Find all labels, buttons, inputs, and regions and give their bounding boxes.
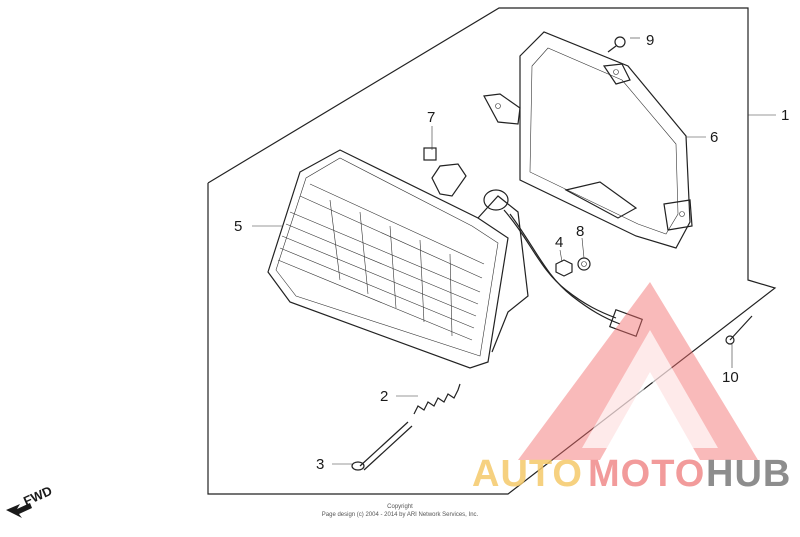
screw-part-10 (725, 315, 753, 345)
leader-lines (252, 37, 776, 465)
callout-4: 4 (555, 234, 563, 251)
callout-6: 6 (710, 129, 718, 146)
nut-part-7 (423, 147, 437, 161)
callout-2: 2 (380, 388, 388, 405)
callout-8: 8 (576, 223, 584, 240)
screw-part-3 (351, 421, 413, 471)
watermark-logo: AUTO MOTO HUB (472, 282, 791, 495)
spring-part-2 (413, 383, 461, 415)
callout-1: 1 (781, 107, 789, 124)
watermark-hub: HUB (706, 453, 791, 495)
callout-7: 7 (427, 109, 435, 126)
diagram-frame (207, 7, 777, 495)
watermark-auto: AUTO (472, 453, 583, 495)
callout-5: 5 (234, 218, 242, 235)
nut-part-4 (555, 259, 573, 277)
watermark-moto: MOTO (588, 453, 705, 495)
callout-10: 10 (722, 369, 739, 386)
copyright-title: Copyright (387, 504, 413, 510)
screw-part-9 (607, 36, 626, 53)
fwd-arrow-icon (6, 503, 32, 518)
callout-9: 9 (646, 32, 654, 49)
callout-3: 3 (316, 456, 324, 473)
washer-part-8 (577, 257, 591, 271)
copyright-notice: Page design (c) 2004 - 2014 by ARI Netwo… (322, 512, 479, 518)
fwd-label: FWD (21, 483, 54, 509)
headlight-unit (267, 149, 644, 369)
headlight-case (483, 31, 693, 249)
